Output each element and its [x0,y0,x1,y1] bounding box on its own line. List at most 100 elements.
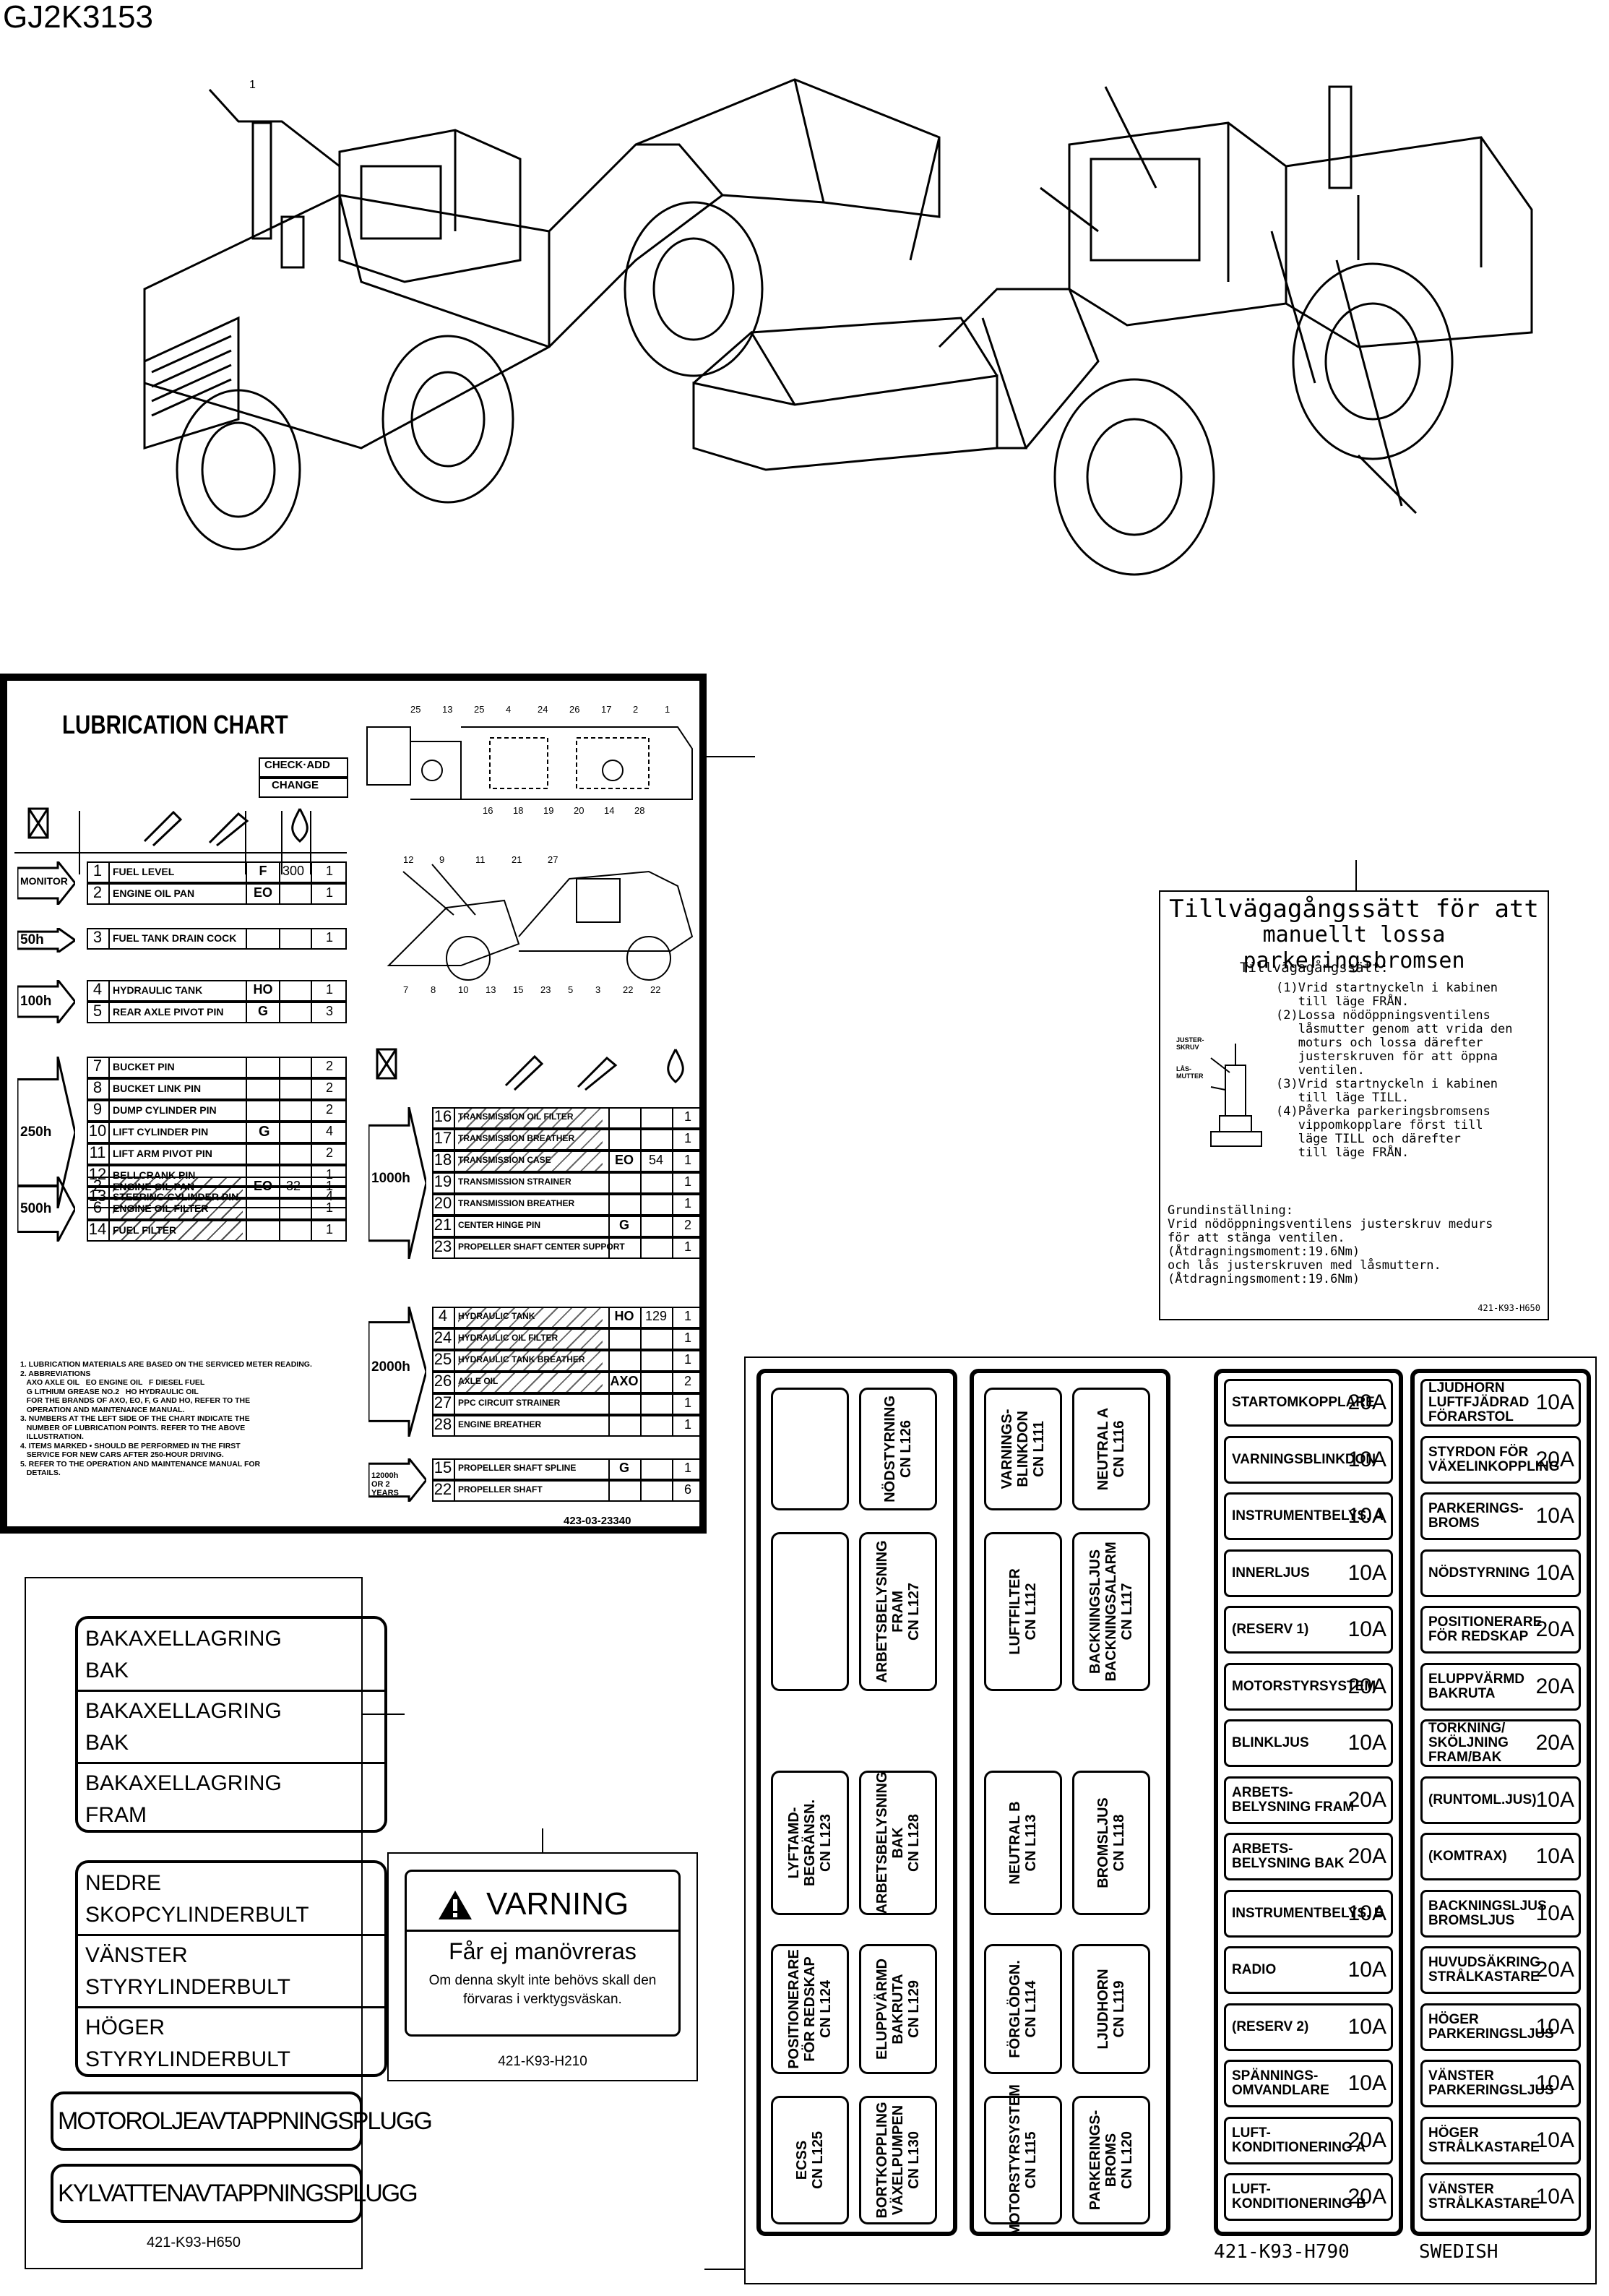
lube-point-count: 1 [683,1352,691,1367]
warning-line-2: Om denna skylt inte behövs skall den [428,1973,657,1988]
lube-material-code: G [259,1124,270,1140]
lube-point-name: PPC CIRCUIT STRAINER [458,1398,561,1408]
connector-slot [771,1532,849,1691]
procedure-steps: (1)Vrid startnyckeln i kabinen till läge… [1276,981,1513,1160]
lube-point-name: LIFT ARM PIVOT PIN [113,1148,212,1159]
loader-left [143,78,941,551]
col-divider [454,1107,455,1129]
col-divider [672,1480,673,1502]
lube-point-count: 1 [325,885,333,900]
fuse-name: STYRDON FÖR VÄXELINKOPPLING [1428,1444,1560,1474]
col-divider [608,1151,610,1172]
lube-note-line: 4. ITEMS MARKED • SHOULD BE PERFORMED IN… [20,1441,241,1450]
fuse-name: HUVUDSÄKRING STRÅLKASTARE [1428,1955,1541,1985]
lube-point-number: 17 [433,1129,452,1147]
col-divider [246,883,247,905]
lube-point-name: BUCKET LINK PIN [113,1083,202,1094]
label-sticker: BAKAXELLAGRING FRAM [85,1771,282,1827]
fuse-amperage: 20A [1347,2128,1386,2152]
lube-diagram-point-number: 3 [595,984,600,995]
lube-diagram-point-number: 9 [439,854,444,865]
fuse-name: ELUPPVÄRMD BAKRUTA [1428,1671,1525,1701]
lube-point-count: 1 [683,1196,691,1211]
oil-can-icon [504,1054,544,1091]
col-divider [108,1220,110,1242]
col-divider [608,1480,610,1502]
connector-slot: PARKERINGS- BROMS CN L120 [1072,2096,1150,2224]
lube-notes: 1. LUBRICATION MATERIALS ARE BASED ON TH… [20,1360,353,1478]
lube-point-number: 25 [433,1350,452,1368]
lube-point-number: 3 [92,928,103,946]
col-divider [279,1220,280,1242]
label-sticker: HÖGER STYRYLINDERBULT [85,2016,290,2071]
lube-point-count: 1 [683,1109,691,1124]
callout-line [208,88,340,168]
col-divider [246,1220,247,1242]
col-divider [608,1237,610,1259]
fuse-slot: ELUPPVÄRMD BAKRUTA 20A [1420,1662,1581,1711]
col-divider [608,1307,610,1328]
lube-material-code: AXO [610,1374,639,1388]
col-divider [608,1372,610,1393]
fuse-name: NÖDSTYRNING [1428,1565,1530,1581]
col-divider [672,1328,673,1350]
fuse-name: PARKERINGS- BROMS [1428,1501,1524,1531]
fuse-amperage: 20A [1535,1674,1574,1698]
lube-diagram-point-number: 8 [431,984,436,995]
col-divider [454,1237,455,1259]
col-divider [279,928,280,950]
hatched-overlay [113,1200,243,1218]
lube-material-code: G [618,1218,629,1232]
connector-slot: BROMSLJUS CN L118 [1072,1771,1150,1915]
col-divider [108,1122,110,1143]
interval-label: 2000h [371,1359,410,1375]
fig-label-adjust-screw: JUSTER- SKRUV [1176,1036,1204,1051]
connector-label: PARKERINGS- BROMS CN L120 [1087,2110,1135,2211]
col-divider [454,1151,455,1172]
fuse-amperage: 10A [1347,1617,1386,1641]
col-divider [108,883,110,905]
col-divider [311,1220,312,1242]
lube-note-line: FOR THE BRANDS OF AXO, EO, F, G AND HO, … [20,1396,251,1405]
valve-figure [1210,1044,1262,1147]
fuse-name: (RESERV 1) [1232,1622,1309,1637]
callout-line [1104,86,1157,189]
lube-note-line: 2. ABBREVIATIONS [20,1369,91,1378]
fuse-name: HÖGER STRÅLKASTARE [1428,2125,1540,2155]
connector-label: BROMSLJUS CN L118 [1095,1797,1127,1888]
lube-material-code: G [257,1004,268,1018]
lube-header-icons [27,807,309,847]
lube-point-count: 4 [325,1189,333,1203]
check-box-icon [376,1048,397,1080]
fuse-slot: (KOMTRAX)10A [1420,1833,1581,1880]
col-divider [672,1107,673,1129]
interval-arrow: 2000h [368,1307,426,1437]
row-border [87,1143,347,1165]
fuse-amperage: 10A [1347,1504,1386,1528]
interval-label: MONITOR [20,875,68,887]
connector-label: VARNINGS- BLINKDON CN L111 [999,1409,1047,1489]
lube-point-name: ENGINE OIL PAN [113,887,195,899]
lube-point-count: 1 [683,1330,691,1345]
col-divider [246,1122,247,1143]
col-divider [108,1177,110,1198]
interval-arrow: 500h [17,1177,75,1242]
lube-material-code: G [618,1461,629,1475]
interval-arrow: 50h [17,928,75,953]
col-divider [108,928,110,950]
lube-diagram-point-number: 17 [601,704,611,715]
